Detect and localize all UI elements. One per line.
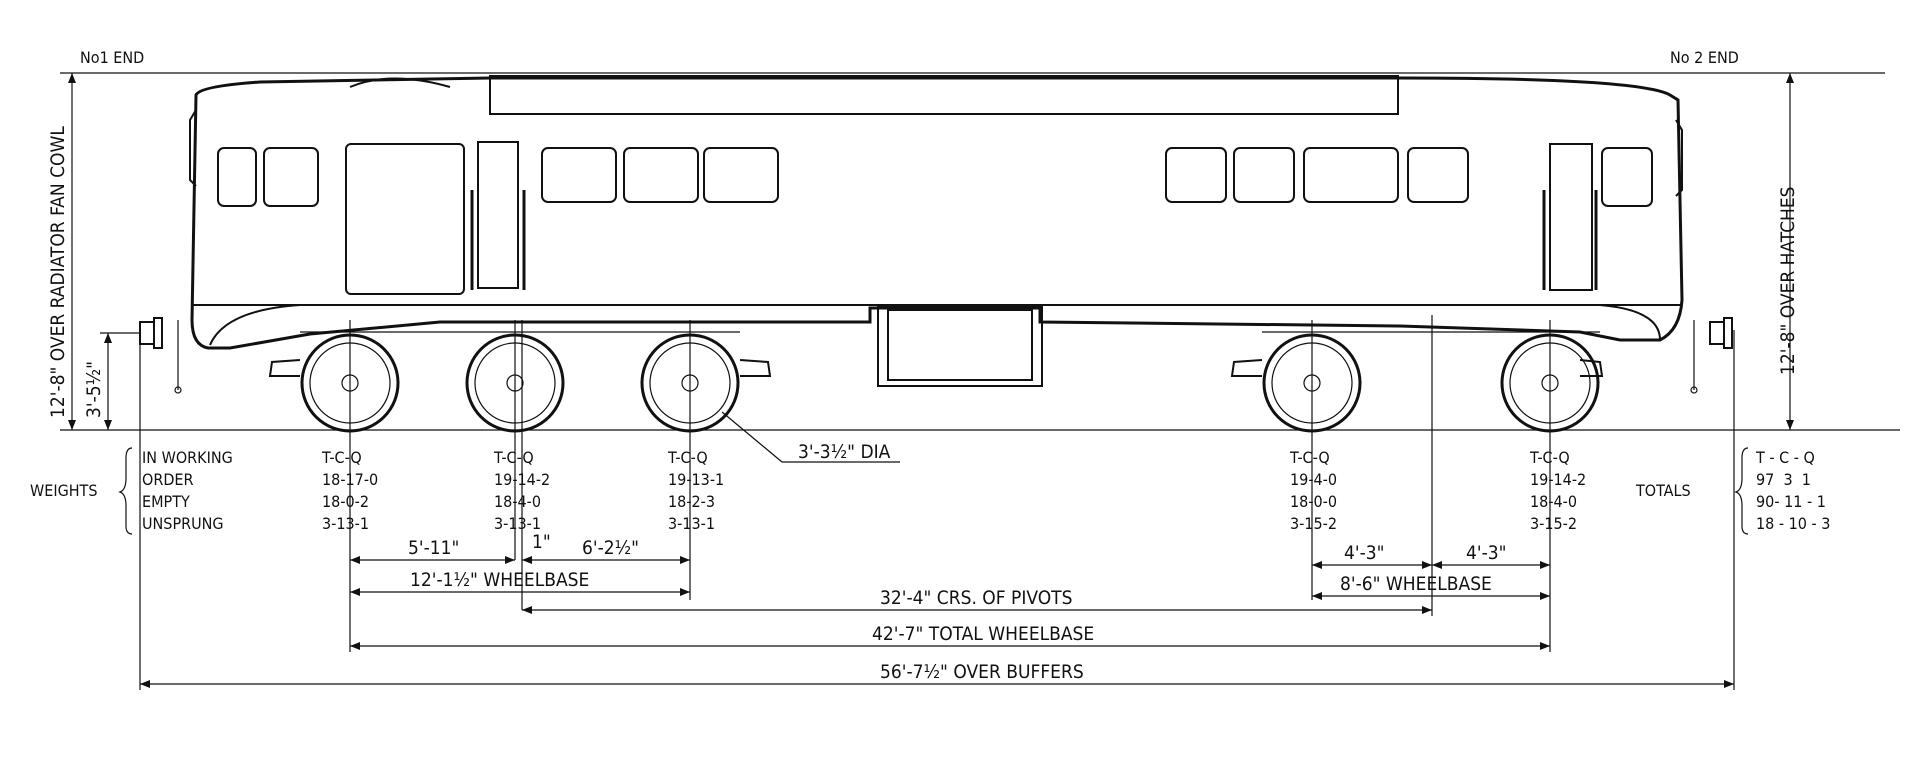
axle-1-header: T-C-Q: [321, 448, 362, 467]
roof-hatch: [489, 75, 1399, 115]
dim-axle-2-3: 6'-2½": [582, 537, 639, 559]
weights-title: WEIGHTS: [30, 481, 97, 500]
dim-bogie-2-wheelbase: 8'-6" WHEELBASE: [1340, 573, 1492, 595]
axle-4-header: T-C-Q: [1289, 448, 1330, 467]
totals-label: TOTALS: [1635, 481, 1691, 500]
cab-window-left-1: [217, 147, 257, 207]
left-height-label: 12'-8" OVER RADIATOR FAN COWL: [47, 126, 69, 418]
totals-header: T - C - Q: [1755, 448, 1815, 467]
door-left: [345, 143, 465, 295]
buffer-right: [1690, 317, 1733, 394]
side-window-1: [541, 147, 617, 203]
side-window-5: [1233, 147, 1295, 203]
no2-end-label: No 2 END: [1670, 48, 1739, 67]
side-window-4: [1165, 147, 1227, 203]
bogie-2: [1230, 331, 1604, 377]
axle-4-working: 19-4-0: [1290, 470, 1337, 489]
axle-4-empty: 18-0-0: [1290, 492, 1337, 511]
side-window-2: [623, 147, 699, 203]
side-window-6: [1303, 147, 1399, 203]
axle-3-empty: 18-2-3: [668, 492, 715, 511]
totals-empty: 90- 11 - 1: [1756, 492, 1826, 511]
weights-row-label-1: IN WORKING: [142, 448, 233, 467]
dim-over-buffers: 56'-7½" OVER BUFFERS: [880, 661, 1084, 683]
axle-4-unsprung: 3-15-2: [1290, 514, 1337, 533]
wheel-diameter-label: 3'-3½" DIA: [798, 441, 891, 463]
axle-2-empty: 18-4-0: [494, 492, 541, 511]
axle-2-working: 19-14-2: [494, 470, 550, 489]
buffer-left: [139, 317, 182, 394]
side-window-7: [1407, 147, 1469, 203]
dim-pivot-axle-5: 4'-3": [1466, 542, 1506, 564]
dim-total-wheelbase: 42'-7" TOTAL WHEELBASE: [872, 623, 1094, 645]
axle-1-unsprung: 3-13-1: [322, 514, 369, 533]
axle-3-header: T-C-Q: [667, 448, 708, 467]
totals-working: 97 3 1: [1756, 470, 1811, 489]
axle-5-working: 19-14-2: [1530, 470, 1586, 489]
dim-pivot-centres: 32'-4" CRS. OF PIVOTS: [880, 587, 1072, 609]
axle-2-header: T-C-Q: [493, 448, 534, 467]
side-door-left: [477, 141, 519, 289]
axle-3-unsprung: 3-13-1: [668, 514, 715, 533]
cab-window-right: [1601, 147, 1653, 207]
dim-axle-4-pivot: 4'-3": [1344, 542, 1384, 564]
dim-axle-2-gap: 1": [532, 531, 551, 553]
side-door-right: [1549, 143, 1593, 291]
cab-window-left-2: [263, 147, 319, 207]
axle-5-empty: 18-4-0: [1530, 492, 1577, 511]
no1-end-label: No1 END: [80, 48, 144, 67]
weights-row-label-2: ORDER: [142, 470, 194, 489]
right-height-label: 12'-8" OVER HATCHES: [1777, 186, 1799, 375]
axle-5-unsprung: 3-15-2: [1530, 514, 1577, 533]
dim-bogie-1-wheelbase: 12'-1½" WHEELBASE: [410, 569, 589, 591]
underframe-tank: [887, 309, 1033, 381]
dim-axle-1-2: 5'-11": [408, 537, 459, 559]
buffer-height-label: 3'-5½": [83, 361, 105, 418]
weights-row-label-4: UNSPRUNG: [142, 514, 224, 533]
bogie-1: [268, 331, 772, 377]
locomotive-body: [189, 75, 1684, 387]
side-window-3: [703, 147, 779, 203]
totals-unsprung: 18 - 10 - 3: [1756, 514, 1830, 533]
axle-5-header: T-C-Q: [1529, 448, 1570, 467]
axle-3-working: 19-13-1: [668, 470, 724, 489]
axle-1-working: 18-17-0: [322, 470, 378, 489]
axle-2-unsprung: 3-13-1: [494, 514, 541, 533]
weights-row-label-3: EMPTY: [142, 492, 190, 511]
axle-1-empty: 18-0-2: [322, 492, 369, 511]
